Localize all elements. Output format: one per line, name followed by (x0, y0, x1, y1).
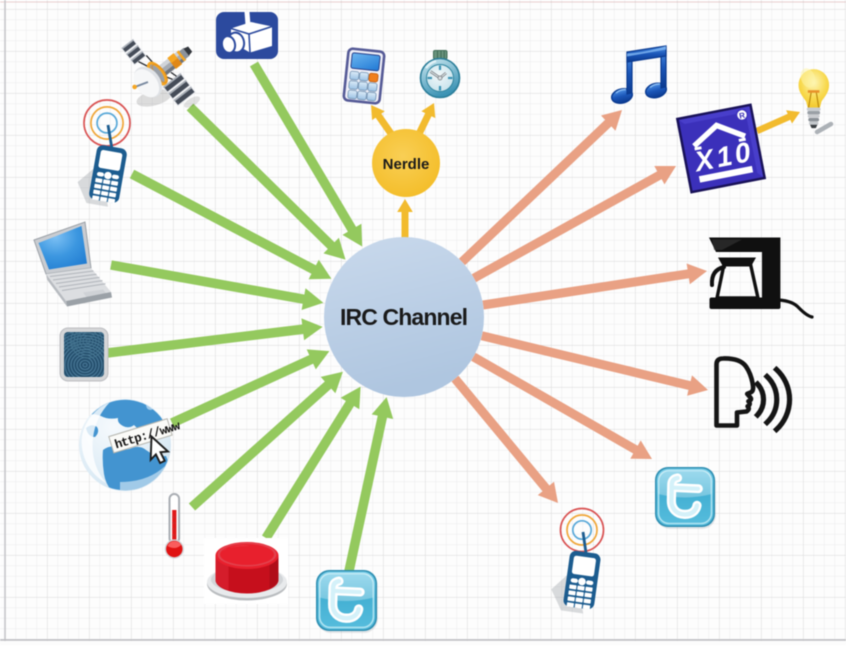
svg-text:Nerdle: Nerdle (383, 156, 430, 173)
svg-text:IRC Channel: IRC Channel (340, 304, 468, 330)
svg-text:R: R (738, 111, 746, 121)
